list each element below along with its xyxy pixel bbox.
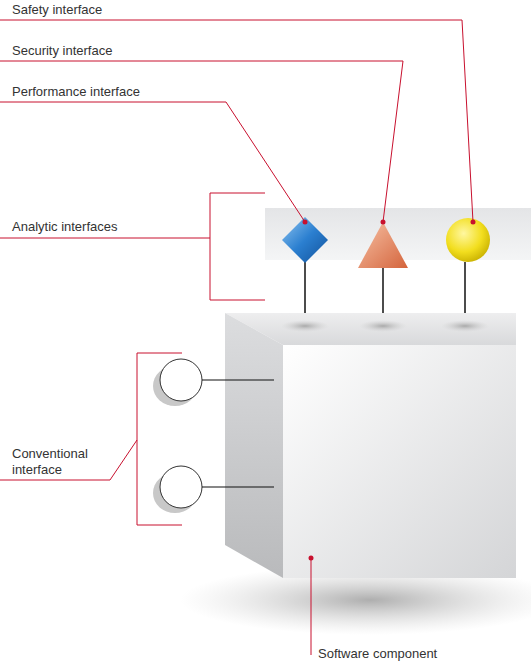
interface-label: Safety interface <box>12 2 102 18</box>
group-label: Analytic interfaces <box>12 219 118 235</box>
interface-label: Security interface <box>12 43 112 59</box>
component-label: Software component <box>318 646 437 662</box>
group-label: Conventional interface <box>12 446 112 478</box>
interface-label: Performance interface <box>12 84 140 100</box>
